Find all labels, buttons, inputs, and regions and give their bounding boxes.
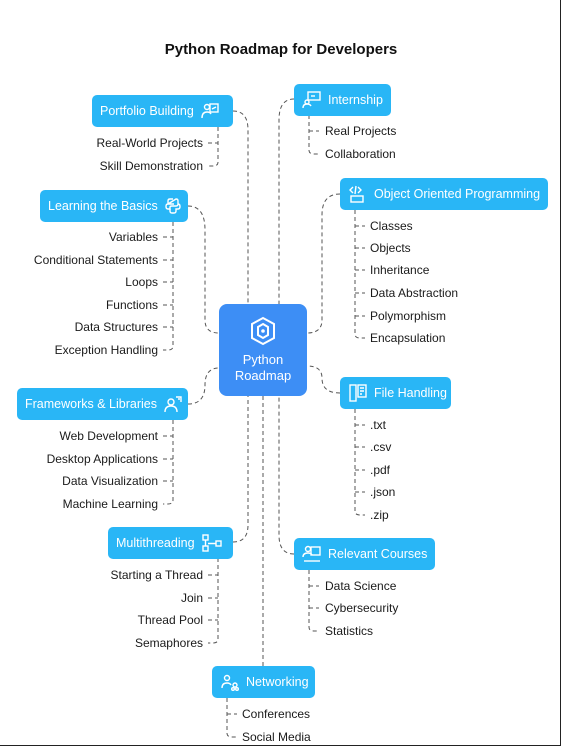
link-basics [187,205,220,334]
leaf-internship: Collaboration [325,147,396,161]
leaf-oop: Inheritance [370,263,430,277]
link-frameworks [187,367,220,405]
leaf-frameworks: Data Visualization [62,474,158,488]
link-files [306,365,341,394]
leaf-networking: Social Media [242,730,311,744]
file-list-icon [349,384,367,402]
node-relevant-courses: Relevant Courses [294,538,435,570]
node-file-handling: File Handling [340,377,451,409]
trunk-files [354,409,365,516]
leaf-courses: Statistics [325,624,374,638]
link-oop [306,193,341,334]
trunk-frameworks [163,420,174,505]
node-internship: Internship [294,84,391,116]
leaf-files: .json [370,485,396,499]
center-node: Python Roadmap [219,304,307,396]
leaf-portfolio: Real-World Projects [96,136,203,150]
leaf-frameworks: Desktop Applications [46,452,158,466]
node-label: Frameworks & Libraries [25,397,157,411]
node-label: Internship [328,93,383,107]
leaf-files: .pdf [370,463,391,477]
leaf-courses: Cybersecurity [325,601,399,615]
node-learning-basics: Learning the Basics [40,190,188,222]
node-frameworks-libraries: Frameworks & Libraries [17,388,188,420]
link-multithreading [232,396,249,543]
link-portfolio [232,110,249,304]
page-title: Python Roadmap for Developers [164,41,398,58]
node-label: Networking [246,675,309,689]
leaf-oop: Data Abstraction [370,286,459,300]
node-label: File Handling [374,386,447,400]
trunk-multithreading [208,558,219,644]
code-document-icon [349,185,364,203]
python-hexagon-icon [251,316,275,346]
online-course-icon [302,545,321,562]
trunk-oop [354,210,365,339]
leaf-files: .csv [370,440,392,454]
leaf-basics: Conditional Statements [33,253,158,267]
leaf-basics: Functions [105,298,158,312]
trunk-basics [163,222,174,351]
portfolio-presenter-icon [201,103,219,119]
leaf-courses: Data Science [325,579,397,593]
people-network-icon [221,674,239,691]
leaf-oop: Objects [370,241,411,255]
presentation-icon [302,91,321,109]
center-label-line1: Python [242,352,284,367]
leaf-files: .txt [370,418,387,432]
trunk-networking [226,698,237,738]
trunk-courses [308,570,319,632]
leaf-basics: Data Structures [74,320,158,334]
node-label: Learning the Basics [48,199,158,213]
node-multithreading: Multithreading [108,527,233,559]
link-internship [278,98,295,304]
center-label-line2: Roadmap [234,368,292,383]
leaf-oop: Classes [370,219,413,233]
leaf-basics: Variables [108,230,158,244]
trunk-internship [308,115,319,155]
leaf-networking: Conferences [242,707,311,721]
node-label: Portfolio Building [100,104,194,118]
leaf-multithreading: Semaphores [134,636,203,650]
leaf-basics: Loops [125,275,158,289]
leaf-basics: Exception Handling [54,343,158,357]
flowchart-icon [201,534,222,552]
python-logo-icon [165,198,181,214]
node-portfolio-building: Portfolio Building [92,95,233,127]
node-oop: Object Oriented Programming [340,178,548,210]
leaf-oop: Encapsulation [370,331,446,345]
node-networking: Networking [212,666,315,698]
trunk-portfolio [208,127,219,167]
leaf-internship: Real Projects [325,124,397,138]
leaf-multithreading: Join [180,591,203,605]
leaf-multithreading: Thread Pool [137,613,203,627]
link-courses [278,396,295,555]
node-label: Object Oriented Programming [374,187,541,201]
leaf-multithreading: Starting a Thread [110,568,203,582]
leaf-oop: Polymorphism [370,309,447,323]
node-label: Multithreading [116,536,195,550]
leaf-frameworks: Machine Learning [62,497,158,511]
leaf-portfolio: Skill Demonstration [99,159,203,173]
leaf-frameworks: Web Development [59,429,159,443]
node-label: Relevant Courses [328,547,428,561]
leaf-files: .zip [370,508,389,522]
developer-icon [164,396,182,413]
